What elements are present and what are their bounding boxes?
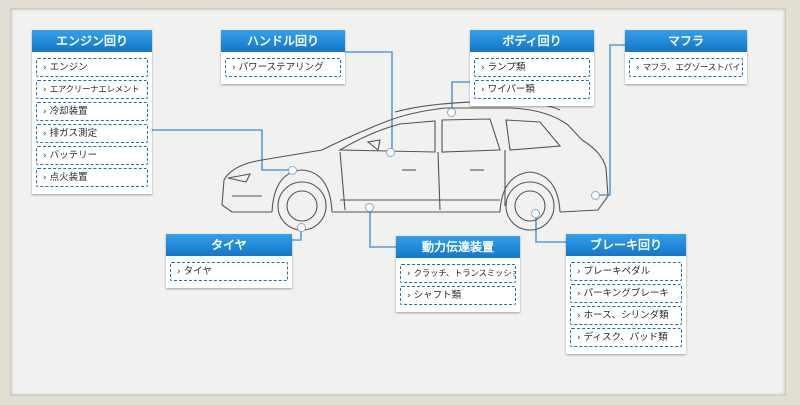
panel-handle: ハンドル回り ›パワーステアリング: [221, 30, 345, 84]
item-battery[interactable]: ›バッテリー: [36, 146, 148, 165]
panel-title-engine: エンジン回り: [32, 30, 152, 52]
item-tire[interactable]: ›タイヤ: [170, 262, 288, 281]
panel-brake: ブレーキ回り ›ブレーキペダル ›パーキングブレーキ ›ホース、シリンダ類 ›デ…: [566, 234, 686, 354]
chevron-right-icon: ›: [43, 63, 47, 73]
connector-dot-tire: [297, 223, 306, 232]
chevron-right-icon: ›: [636, 63, 640, 73]
car-outline-icon: [221, 101, 609, 231]
item-air-cleaner[interactable]: ›エアクリーナエレメント: [36, 80, 148, 99]
chevron-right-icon: ›: [177, 267, 181, 277]
item-ignition[interactable]: ›点火装置: [36, 168, 148, 187]
chevron-right-icon: ›: [43, 173, 47, 183]
connector-dot-body: [447, 108, 456, 117]
item-disc-pad[interactable]: ›ディスク、パッド類: [570, 328, 682, 347]
item-muffler-exhaust-pipe[interactable]: ›マフラ、エグゾーストパイプ: [629, 58, 743, 77]
panel-title-muffler: マフラ: [625, 30, 747, 52]
chevron-right-icon: ›: [43, 85, 47, 95]
panel-drivetrain: 動力伝達装置 ›クラッチ、トランスミッション ›シャフト類: [396, 236, 520, 312]
item-parking-brake[interactable]: ›パーキングブレーキ: [570, 284, 682, 303]
chevron-right-icon: ›: [481, 85, 485, 95]
item-lamps[interactable]: ›ランプ類: [474, 58, 590, 77]
panel-engine: エンジン回り ›エンジン ›エアクリーナエレメント ›冷却装置 ›排ガス測定 ›…: [32, 30, 152, 194]
panel-title-body: ボディ回り: [470, 30, 594, 52]
chevron-right-icon: ›: [43, 107, 47, 117]
panel-title-tire: タイヤ: [166, 234, 292, 256]
chevron-right-icon: ›: [577, 289, 581, 299]
chevron-right-icon: ›: [577, 333, 581, 343]
connector-dot-brake: [531, 209, 540, 218]
panel-tire: タイヤ ›タイヤ: [166, 234, 292, 288]
panel-title-brake: ブレーキ回り: [566, 234, 686, 256]
panel-body: ボディ回り ›ランプ類 ›ワイパー類: [470, 30, 594, 106]
item-hose-cylinder[interactable]: ›ホース、シリンダ類: [570, 306, 682, 325]
item-engine[interactable]: ›エンジン: [36, 58, 148, 77]
panel-title-drivetrain: 動力伝達装置: [396, 236, 520, 258]
chevron-right-icon: ›: [43, 151, 47, 161]
item-exhaust-measurement[interactable]: ›排ガス測定: [36, 124, 148, 143]
item-wipers[interactable]: ›ワイパー類: [474, 80, 590, 99]
chevron-right-icon: ›: [481, 63, 485, 73]
connector-dot-muffler: [591, 191, 600, 200]
chevron-right-icon: ›: [407, 269, 411, 279]
item-power-steering[interactable]: ›パワーステアリング: [225, 58, 341, 77]
chevron-right-icon: ›: [407, 291, 411, 301]
item-clutch-transmission[interactable]: ›クラッチ、トランスミッション: [400, 264, 516, 283]
panel-title-handle: ハンドル回り: [221, 30, 345, 52]
panel-muffler: マフラ ›マフラ、エグゾーストパイプ: [625, 30, 747, 84]
chevron-right-icon: ›: [43, 129, 47, 139]
connector-dot-engine: [288, 166, 297, 175]
chevron-right-icon: ›: [232, 63, 236, 73]
chevron-right-icon: ›: [577, 267, 581, 277]
item-brake-pedal[interactable]: ›ブレーキペダル: [570, 262, 682, 281]
connector-dot-drivetrain: [365, 203, 374, 212]
item-cooling[interactable]: ›冷却装置: [36, 102, 148, 121]
connector-dot-handle: [386, 148, 395, 157]
chevron-right-icon: ›: [577, 311, 581, 321]
item-shafts[interactable]: ›シャフト類: [400, 286, 516, 305]
